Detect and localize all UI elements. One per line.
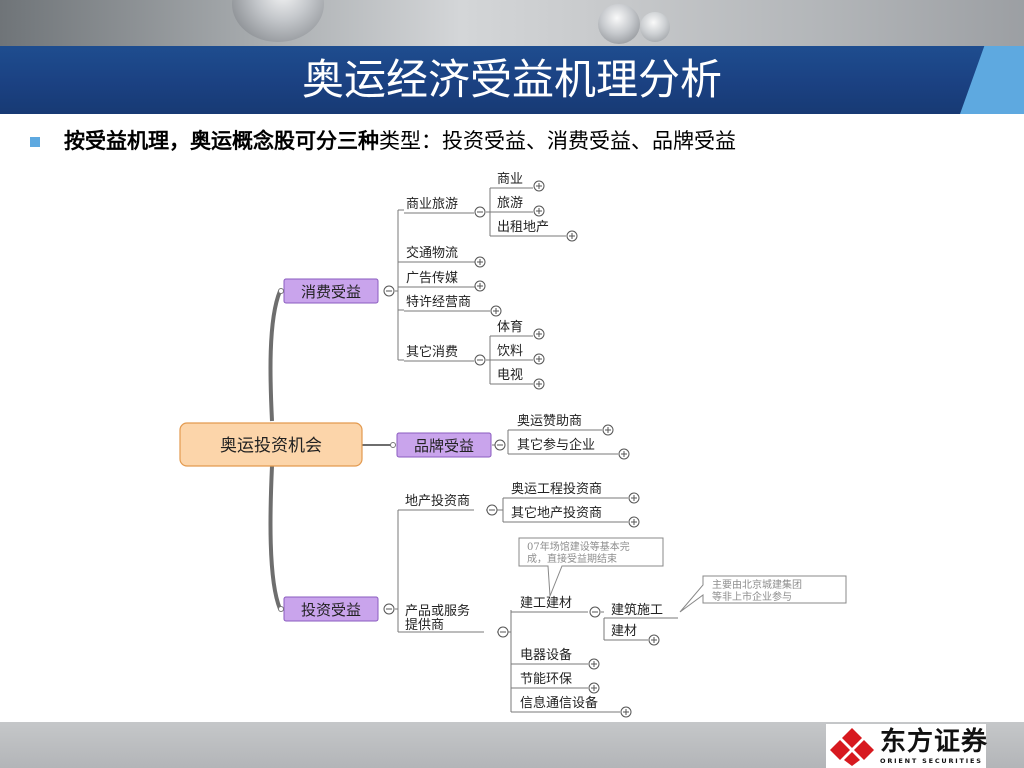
bullet-marker xyxy=(30,137,40,147)
node-advertising-media[interactable]: 广告传媒 xyxy=(406,271,458,286)
logo-name: 东方证券 xyxy=(880,727,989,757)
node-construction-materials[interactable]: 建工建材 xyxy=(520,596,572,611)
branch-label-consumption: 消费受益 xyxy=(301,283,361,301)
expand-icon[interactable] xyxy=(648,634,660,646)
callout-construction-line2: 成，直接受益期结束 xyxy=(527,552,617,565)
branch-label-investment: 投资受益 xyxy=(301,601,361,619)
node-commerce[interactable]: 商业 xyxy=(497,172,523,187)
bullet-bold-text: 按受益机理，奥运概念股可分三种 xyxy=(64,129,379,153)
node-television[interactable]: 电视 xyxy=(497,368,523,383)
node-olympic-project-investors[interactable]: 奥运工程投资商 xyxy=(511,481,602,497)
collapse-icon[interactable] xyxy=(589,606,601,618)
node-rental-property[interactable]: 出租地产 xyxy=(497,220,549,235)
node-transport-logistics[interactable]: 交通物流 xyxy=(406,245,458,261)
connector-dot xyxy=(278,288,284,294)
bullet-text: 按受益机理，奥运概念股可分三种类型：投资受益、消费受益、品牌受益 xyxy=(64,124,736,158)
expand-icon[interactable] xyxy=(490,305,502,317)
collapse-icon[interactable] xyxy=(494,439,506,451)
connector-dot xyxy=(390,442,396,448)
logo-english-name: ORIENT SECURITIES xyxy=(880,757,983,765)
expand-icon[interactable] xyxy=(602,424,614,436)
node-olympic-sponsors[interactable]: 奥运赞助商 xyxy=(517,414,582,429)
branch-node-consumption[interactable]: 消费受益 xyxy=(283,278,379,304)
node-other-consumption[interactable]: 其它消费 xyxy=(406,344,458,360)
callout-builders-line2: 等非上市企业参与 xyxy=(712,590,792,603)
node-beverages[interactable]: 饮料 xyxy=(497,344,523,359)
expand-icon[interactable] xyxy=(474,280,486,292)
node-building-construction[interactable]: 建筑施工 xyxy=(611,602,663,618)
expand-icon[interactable] xyxy=(588,658,600,670)
node-product-service-providers-line2[interactable]: 提供商 xyxy=(405,617,444,633)
collapse-markers xyxy=(383,206,601,638)
node-tourism[interactable]: 旅游 xyxy=(497,196,523,211)
collapse-icon[interactable] xyxy=(383,603,395,615)
callout-construction-line1: 07年场馆建设等基本完 xyxy=(527,540,630,553)
expand-icon[interactable] xyxy=(628,492,640,504)
expand-icon[interactable] xyxy=(620,706,632,718)
callout-builders: 主要由北京城建集团 等非上市企业参与 xyxy=(679,575,847,613)
water-drop-decoration xyxy=(598,4,640,44)
header-decoration xyxy=(0,0,1024,46)
branch-node-investment[interactable]: 投资受益 xyxy=(283,596,379,622)
root-node[interactable]: 奥运投资机会 xyxy=(179,422,363,467)
callout-construction: 07年场馆建设等基本完 成，直接受益期结束 xyxy=(518,537,664,597)
node-property-investors[interactable]: 地产投资商 xyxy=(405,493,470,509)
expand-icon[interactable] xyxy=(533,328,545,340)
node-energy-saving[interactable]: 节能环保 xyxy=(520,672,572,687)
expand-icon[interactable] xyxy=(628,516,640,528)
expand-icon[interactable] xyxy=(533,378,545,390)
node-building-materials[interactable]: 建材 xyxy=(611,624,637,639)
branch-label-brand: 品牌受益 xyxy=(414,437,474,455)
node-product-service-providers-line1[interactable]: 产品或服务 xyxy=(405,603,470,619)
expand-icon[interactable] xyxy=(566,230,578,242)
node-other-property-investors[interactable]: 其它地产投资商 xyxy=(511,505,602,521)
bullet-normal-text: 类型：投资受益、消费受益、品牌受益 xyxy=(379,129,736,153)
node-commerce-tourism[interactable]: 商业旅游 xyxy=(406,197,458,212)
node-telecom-equipment[interactable]: 信息通信设备 xyxy=(520,695,598,711)
callout-builders-line1: 主要由北京城建集团 xyxy=(712,578,802,591)
slide-title: 奥运经济受益机理分析 xyxy=(301,55,722,104)
collapse-icon[interactable] xyxy=(474,354,486,366)
collapse-icon[interactable] xyxy=(474,206,486,218)
collapse-icon[interactable] xyxy=(383,285,395,297)
orient-logo-icon xyxy=(830,728,874,766)
node-sports[interactable]: 体育 xyxy=(497,319,523,335)
expand-icon[interactable] xyxy=(533,180,545,192)
expand-icon[interactable] xyxy=(588,682,600,694)
connector-dot xyxy=(278,606,284,612)
branch-node-brand[interactable]: 品牌受益 xyxy=(396,432,492,458)
collapse-icon[interactable] xyxy=(486,504,498,516)
water-drop-decoration xyxy=(640,12,670,42)
root-node-label: 奥运投资机会 xyxy=(220,436,322,456)
node-other-participants[interactable]: 其它参与企业 xyxy=(517,437,595,453)
expand-icon[interactable] xyxy=(533,205,545,217)
node-electrical-equipment[interactable]: 电器设备 xyxy=(520,647,572,663)
expand-markers xyxy=(474,180,660,718)
expand-icon[interactable] xyxy=(474,256,486,268)
expand-icon[interactable] xyxy=(533,353,545,365)
collapse-icon[interactable] xyxy=(497,626,509,638)
node-licensed-merchants[interactable]: 特许经营商 xyxy=(406,295,471,310)
title-bar xyxy=(0,46,1024,114)
expand-icon[interactable] xyxy=(618,448,630,460)
